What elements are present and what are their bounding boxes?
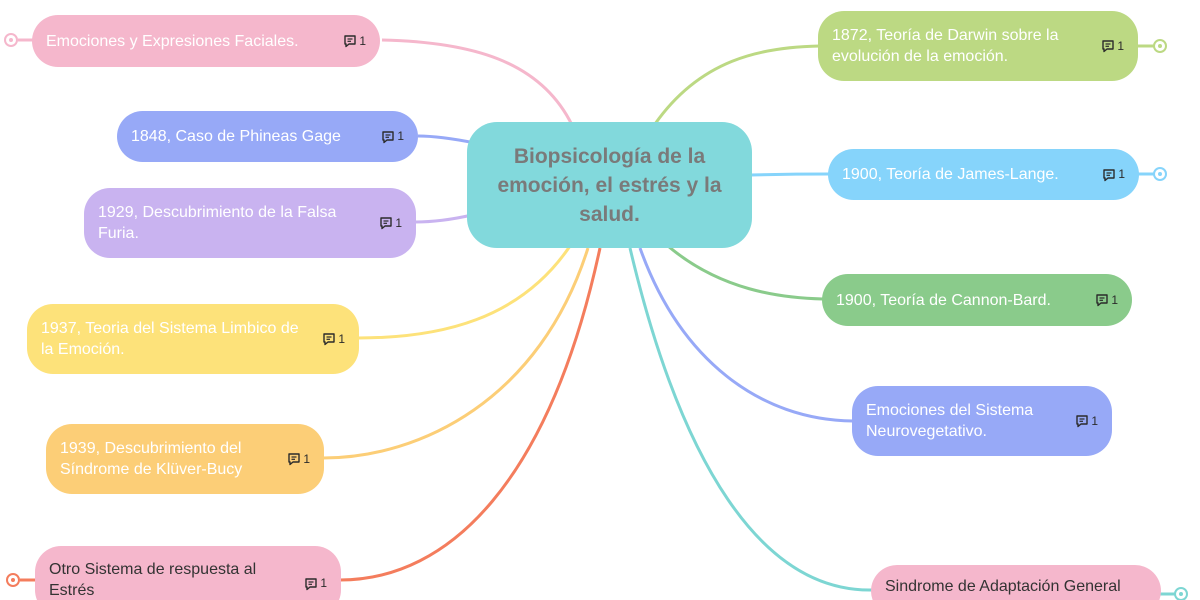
expand-toggle-estres[interactable]: [6, 573, 20, 587]
branch-label: 1929, Descubrimiento de la Falsa Furia.: [98, 204, 337, 242]
edge-estres: [339, 247, 602, 582]
comment-icon: [323, 333, 336, 346]
comment-icon: [380, 217, 393, 230]
comment-count: 1: [338, 331, 345, 346]
edge-gage: [417, 134, 476, 145]
branch-darwin[interactable]: 1872, Teoría de Darwin sobre la evolució…: [818, 11, 1138, 81]
comment-count: 1: [320, 576, 327, 590]
branch-cannon-bard[interactable]: 1900, Teoría de Cannon-Bard. 1: [822, 274, 1132, 326]
edge-limbico: [357, 245, 572, 340]
branch-faciales[interactable]: Emociones y Expresiones Faciales. 1: [32, 15, 380, 67]
central-topic[interactable]: Biopsicología de la emoción, el estrés y…: [467, 122, 752, 248]
branch-falsa-furia[interactable]: 1929, Descubrimiento de la Falsa Furia. …: [84, 188, 416, 258]
branch-label: Emociones y Expresiones Faciales.: [46, 32, 299, 50]
comment-icon: [1102, 40, 1115, 53]
edge-faciales: [381, 38, 574, 126]
comment-count: 1: [359, 33, 366, 48]
branch-label: Emociones del Sistema Neurovegetativo.: [866, 402, 1034, 440]
branch-label: 1848, Caso de Phineas Gage: [131, 128, 341, 145]
comment-icon: [382, 130, 395, 143]
comment-icon: [344, 35, 357, 48]
comment-indicator[interactable]: 1: [1075, 411, 1098, 432]
branch-kluver-bucy[interactable]: 1939, Descubrimiento del Síndrome de Klü…: [46, 424, 324, 494]
comment-indicator[interactable]: 1: [1095, 290, 1118, 311]
expand-toggle-faciales[interactable]: [4, 33, 18, 47]
comment-indicator[interactable]: 1: [322, 329, 345, 350]
comment-indicator[interactable]: 1: [379, 213, 402, 234]
expand-toggle-james-lange[interactable]: [1153, 167, 1167, 181]
edge-neuro: [638, 247, 854, 423]
branch-label: Otro Sistema de respuesta al Estrés: [49, 561, 257, 599]
branch-gage[interactable]: 1848, Caso de Phineas Gage 1: [117, 111, 418, 162]
comment-icon: [288, 453, 301, 466]
edge-cannon: [667, 244, 824, 301]
comment-count: 1: [1111, 292, 1118, 307]
branch-label: 1900, Teoría de James-Lange.: [842, 166, 1059, 183]
branch-label: 1939, Descubrimiento del Síndrome de Klü…: [60, 440, 243, 478]
branch-label: 1900, Teoría de Cannon-Bard.: [836, 291, 1051, 309]
comment-icon: [1096, 294, 1109, 307]
comment-count: 1: [303, 451, 310, 466]
expand-toggle-darwin[interactable]: [1153, 39, 1167, 53]
comment-indicator[interactable]: 1: [1101, 36, 1124, 57]
comment-count: 1: [395, 215, 402, 230]
edge-kluver: [322, 247, 590, 460]
comment-count: 1: [1091, 413, 1098, 428]
edge-darwin: [653, 44, 821, 125]
comment-indicator[interactable]: 1: [1102, 164, 1125, 185]
comment-icon: [1103, 168, 1116, 181]
branch-limbico[interactable]: 1937, Teoria del Sistema Limbico de la E…: [27, 304, 359, 374]
comment-icon: [305, 577, 318, 590]
branch-label: 1872, Teoría de Darwin sobre la evolució…: [832, 27, 1059, 65]
comment-indicator[interactable]: 1: [304, 573, 327, 594]
comment-count: 1: [397, 129, 404, 143]
edge-adaptacion: [628, 247, 873, 592]
expand-toggle-adaptacion[interactable]: [1174, 587, 1188, 600]
branch-james-lange[interactable]: 1900, Teoría de James-Lange. 1: [828, 149, 1139, 200]
edge-james: [749, 172, 831, 177]
comment-indicator[interactable]: 1: [287, 449, 310, 470]
branch-label: Sindrome de Adaptación General: [885, 578, 1121, 595]
branch-label: 1937, Teoria del Sistema Limbico de la E…: [41, 320, 299, 358]
central-topic-label: Biopsicología de la emoción, el estrés y…: [497, 144, 722, 226]
comment-count: 1: [1117, 38, 1124, 53]
comment-count: 1: [1118, 167, 1125, 181]
comment-indicator[interactable]: 1: [343, 31, 366, 52]
branch-otro-sistema-estres[interactable]: Otro Sistema de respuesta al Estrés 1: [35, 546, 341, 600]
branch-adaptacion-general[interactable]: Sindrome de Adaptación General 1: [871, 565, 1161, 600]
edge-furia: [414, 213, 473, 224]
comment-indicator[interactable]: 1: [381, 126, 404, 147]
branch-neurovegetativo[interactable]: Emociones del Sistema Neurovegetativo. 1: [852, 386, 1112, 456]
comment-icon: [1076, 415, 1089, 428]
